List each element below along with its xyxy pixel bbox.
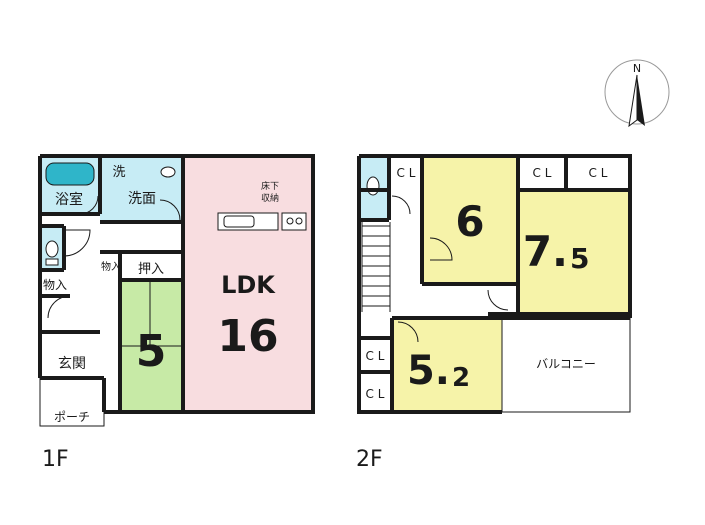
porch-outline <box>39 378 105 427</box>
room-6-fill <box>422 158 518 284</box>
room-6-size: 6 <box>455 197 484 246</box>
balcony-label: バルコニー <box>536 357 596 371</box>
underfloor-storage-label-2: 収納 <box>261 192 279 204</box>
sink-icon <box>160 166 176 178</box>
ldk-fill <box>183 156 313 412</box>
door-swing <box>47 295 71 319</box>
2f-interior-wall <box>359 156 630 412</box>
bathtub-icon <box>45 162 95 186</box>
cl-left-b-label: C L <box>366 387 385 401</box>
stairs <box>361 222 391 312</box>
floor-2f-label: 2F <box>356 447 383 472</box>
cl-top-a-label: C L <box>533 166 552 180</box>
oshiire-label: 押入 <box>138 262 164 277</box>
compass: N <box>604 59 670 128</box>
compass-needle-icon <box>637 75 645 126</box>
door-swing <box>391 195 411 215</box>
ldk-label: LDK <box>221 271 276 299</box>
room-52-size-frac: 2 <box>452 363 470 393</box>
room-75-size-frac: 5 <box>570 242 589 275</box>
2f-outer-wall <box>357 154 632 414</box>
porch-label: ポーチ <box>54 410 90 424</box>
compass-north-label: N <box>633 62 641 75</box>
door-swing <box>397 321 419 343</box>
washroom-label: 洗面 <box>128 191 156 207</box>
cl-top-b-label: C L <box>589 166 608 180</box>
balcony-outline <box>501 318 631 413</box>
floor-1f: 浴室 洗 洗面 床下 収納 物入 押入 物入 LDK 16 5 玄関 ポーチ 1… <box>38 154 315 472</box>
tatami-lines <box>120 280 182 347</box>
storage-label: 物入 <box>101 260 121 273</box>
1f-interior-wall <box>40 156 185 412</box>
underfloor-storage-label-1: 床下 <box>261 180 279 192</box>
door-swing <box>159 199 181 221</box>
room-52-fill <box>392 318 502 412</box>
kitchen-sink-icon <box>217 212 279 231</box>
entrance-label: 玄関 <box>58 355 86 372</box>
door-swing <box>79 195 99 215</box>
cl-topleft-label: C L <box>397 166 416 180</box>
door-swing <box>429 237 453 261</box>
room-75-size-whole: 7. <box>523 227 568 276</box>
bath-label: 浴室 <box>55 191 83 208</box>
2f-toilet-icon <box>366 176 380 196</box>
floor-2f: C L C L C L 6 7. 5 C L C L 5. 2 バルコニー 2F <box>356 154 632 472</box>
toilet-icon <box>45 240 59 258</box>
room-75-fill <box>518 190 630 314</box>
tatami-size: 5 <box>136 326 167 377</box>
cl-left-a-label: C L <box>366 349 385 363</box>
1f-outer-wall <box>38 154 315 414</box>
floor-1f-label: 1F <box>42 447 69 472</box>
door-swing <box>63 229 91 257</box>
door-swing <box>487 289 509 311</box>
closet-label: 物入 <box>43 278 67 292</box>
ldk-size: 16 <box>217 311 278 362</box>
stove-icon <box>281 212 307 231</box>
room-52-size-whole: 5. <box>407 348 450 394</box>
washer-label: 洗 <box>112 165 125 180</box>
